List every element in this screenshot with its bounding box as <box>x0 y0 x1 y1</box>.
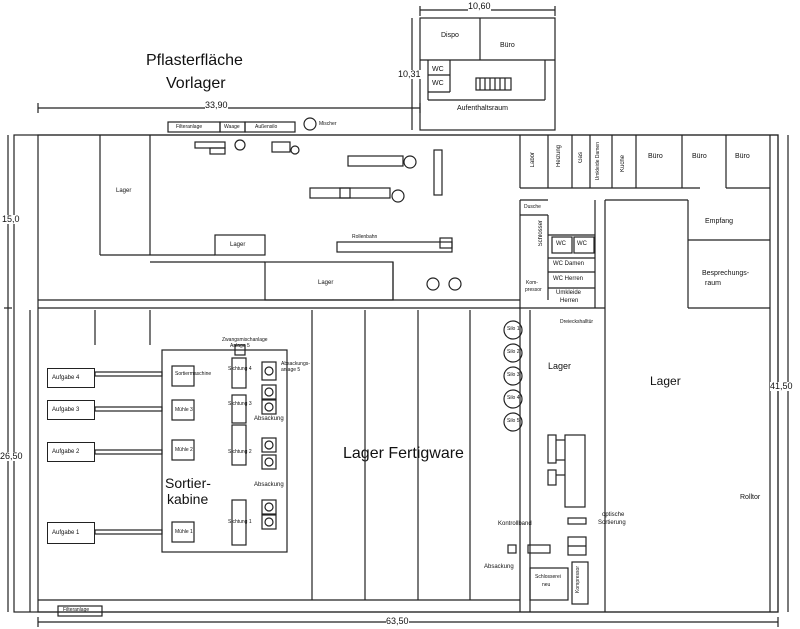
room-umkleide-herren-2: Herren <box>560 298 579 304</box>
room-umkleide-damen: Umkleide Damen <box>595 142 601 181</box>
room-besprechung-2: raum <box>705 280 721 287</box>
aufgabe-4-label: Aufgabe 4 <box>52 375 80 381</box>
label-filteranlage-bottom: Filteranlage <box>63 607 90 613</box>
label-absackung-3: Absackung <box>484 564 514 570</box>
label-kompressor-vertical: Kompressor <box>575 566 581 593</box>
label-waage: Waage <box>224 124 240 130</box>
silo-5-label: Silo 5 <box>507 418 520 424</box>
room-dispo: Dispo <box>441 32 459 39</box>
dim-office-width: 10,60 <box>468 1 491 11</box>
absackung-label-2: Absackung <box>254 482 284 488</box>
sortier-cabin-label-2: kabine <box>167 491 209 507</box>
label-dreieckshalltuer: Dreieckshalltür <box>560 319 594 325</box>
label-rollenbahn: Rollenbahn <box>352 234 378 240</box>
room-lager-big: Lager <box>650 374 681 388</box>
room-lager-upper-bottom: Lager <box>318 280 334 286</box>
label-aussensilo: Außensilo <box>255 124 278 130</box>
aufgabe-2-label: Aufgabe 2 <box>52 449 80 455</box>
room-empfang: Empfang <box>705 218 734 225</box>
room-wc-b: WC <box>577 241 587 247</box>
dim-bottom-width: 63,50 <box>386 616 409 626</box>
room-gas: Gas <box>578 152 584 164</box>
room-wc-2: WC <box>432 80 444 87</box>
room-buero-annex: Büro <box>500 42 515 49</box>
muehle-1-label: Mühle 1 <box>175 529 193 535</box>
label-rolltor: Rolltor <box>740 494 761 501</box>
room-buero-1: Büro <box>648 153 663 160</box>
room-aufenthalt: Aufenthaltsraum <box>457 105 508 112</box>
aufgabe-3-label: Aufgabe 3 <box>52 407 80 413</box>
label-mischer: Mischer <box>319 121 337 127</box>
label-optische-1: optische <box>602 512 625 518</box>
room-kueche: Küche <box>620 155 626 173</box>
sichtung-3-label: Sichtung 3 <box>228 401 252 407</box>
room-schlosser: Schlosser <box>538 220 544 247</box>
room-heizung: Heizung <box>556 145 562 168</box>
room-kompressor-2: pressor <box>525 287 542 293</box>
room-lager-fertigware: Lager Fertigware <box>343 445 464 462</box>
muehle-2-label: Mühle 2 <box>175 447 193 453</box>
sortier-cabin-label-1: Sortier- <box>165 475 211 491</box>
label-schlosserei-1: Schlosserei <box>535 574 561 580</box>
sortier-note-1: Zwangsmischanlage <box>222 337 268 343</box>
muehle-3-label: Mühle 3 <box>175 407 193 413</box>
dim-right-height: 41,50 <box>770 381 793 391</box>
silo-3-label: Silo 3 <box>507 372 520 378</box>
paved-area-label-2: Vorlager <box>166 75 226 92</box>
absack-note-2: anlage 5 <box>281 367 301 373</box>
room-buero-2: Büro <box>692 153 707 160</box>
sichtung-4-label: Sichtung 4 <box>228 366 252 372</box>
label-filteranlage-top: Filteranlage <box>176 124 203 130</box>
sortiermaschine-label: Sortiermaschine <box>175 371 212 377</box>
room-buero-3: Büro <box>735 153 750 160</box>
absack-note-1: Absackungs- <box>281 361 310 367</box>
aufgabe-4-box: Aufgabe 4 <box>47 368 95 388</box>
room-labor: Labor <box>530 152 536 168</box>
silo-4-label: Silo 4 <box>507 395 520 401</box>
paved-area-label-1: Pflasterfläche <box>146 52 243 69</box>
aufgabe-2-box: Aufgabe 2 <box>47 442 95 462</box>
aufgabe-1-label: Aufgabe 1 <box>52 530 80 536</box>
room-kompressor-1: Kom- <box>526 280 538 286</box>
sichtung-1-label: Sichtung 1 <box>228 519 252 525</box>
room-dusche: Dusche <box>524 204 541 210</box>
room-besprechung-1: Besprechungs- <box>702 270 750 277</box>
sortier-note-2: Anlage 5 <box>230 343 250 349</box>
room-wc-herren: WC Herren <box>553 276 584 282</box>
room-wc-a: WC <box>556 241 566 247</box>
room-lager-upper-mid: Lager <box>230 242 246 248</box>
room-lager-small: Lager <box>548 361 572 371</box>
silo-2-label: Silo 2 <box>507 349 520 355</box>
room-lager-upper-left: Lager <box>116 188 132 194</box>
label-kontrollband: Kontrollband <box>498 521 532 527</box>
silo-1-label: Silo 1 <box>507 326 520 332</box>
sichtung-2-label: Sichtung 2 <box>228 449 252 455</box>
dim-left-upper: 15,0 <box>2 214 20 224</box>
dim-left-lower: 26,50 <box>0 451 23 461</box>
aufgabe-3-box: Aufgabe 3 <box>47 400 95 420</box>
dim-office-height: 10,31 <box>398 69 421 79</box>
label-optische-2: Sortierung <box>598 520 626 526</box>
aufgabe-1-box: Aufgabe 1 <box>47 522 95 544</box>
absackung-label-1: Absackung <box>254 416 284 422</box>
room-umkleide-herren-1: Umkleide <box>556 290 582 296</box>
room-wc-1: WC <box>432 66 444 73</box>
dim-top-width: 33,90 <box>205 100 228 110</box>
label-schlosserei-2: neu <box>542 582 551 588</box>
room-wc-damen: WC Damen <box>553 261 585 267</box>
